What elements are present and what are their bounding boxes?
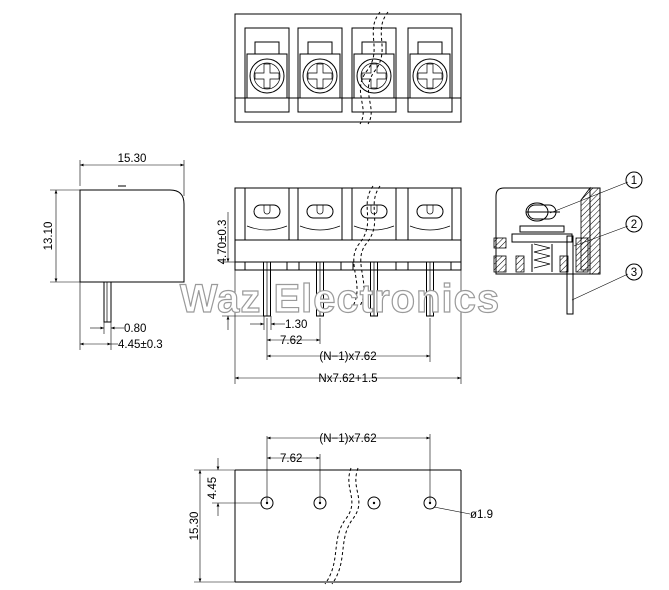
front-terminal-3 [351, 187, 397, 317]
front-view-terminals [234, 187, 462, 317]
svg-text:1: 1 [631, 175, 637, 187]
pin-thickness-label: 1.30 [285, 319, 307, 331]
top-terminal-2 [297, 27, 343, 113]
callout-1: 1 [625, 171, 643, 189]
side-height-label: 13.10 [43, 222, 55, 251]
screw-head-icon [253, 204, 281, 219]
screw-icon [412, 58, 448, 94]
pcb-holes [260, 496, 437, 510]
screw-head-icon [416, 204, 444, 219]
top-terminal-1 [244, 27, 290, 113]
front-terminal-1 [244, 187, 290, 317]
pcb-layout: 7.62 (N−1)x7.62 4.45 15.30 ø1.9 [189, 433, 493, 585]
span-label: (N−1)x7.62 [319, 351, 376, 363]
section-view: 1 2 3 [493, 171, 643, 315]
screw-icon [249, 58, 285, 94]
callout-2: 2 [625, 215, 643, 233]
top-terminal-4 [407, 27, 453, 113]
side-width-label: 15.30 [118, 153, 147, 165]
hole-diameter-label: ø1.9 [470, 509, 493, 521]
pin-width-label: 0.80 [124, 323, 146, 335]
front-terminal-4 [407, 187, 453, 317]
top-terminal-3 [351, 27, 397, 113]
front-view: 4.70±0.3 1.30 7.62 (N−1)x7.62 Nx7.62+1.5 [217, 185, 462, 385]
svg-text:3: 3 [631, 267, 637, 279]
screw-head-icon [306, 204, 334, 219]
svg-text:2: 2 [631, 219, 637, 231]
screw-icon [302, 58, 338, 94]
pcb-pitch-label: 7.62 [280, 453, 302, 465]
pcb-width-label: 15.30 [189, 512, 201, 541]
callout-3: 3 [625, 263, 643, 281]
screw-icon [356, 58, 392, 94]
top-view-terminals [244, 27, 453, 113]
pcb-row-offset-label: 4.45 [207, 477, 219, 499]
pin-offset-label: 4.45±0.3 [118, 339, 163, 351]
pcb-span-label: (N−1)x7.62 [319, 433, 376, 445]
front-terminal-2 [297, 187, 343, 317]
top-view [234, 11, 462, 125]
watermark-text: Waz Electronics [180, 277, 500, 321]
side-view: 15.30 13.10 0.80 4.45±0.3 [43, 153, 185, 351]
screw-head-icon [360, 204, 388, 219]
pitch-label: 7.62 [280, 335, 302, 347]
total-length-label: Nx7.62+1.5 [318, 373, 377, 385]
pin-height-label: 4.70±0.3 [217, 220, 229, 265]
pcb-hole-3 [367, 496, 381, 510]
callouts: 1 2 3 [625, 171, 643, 281]
